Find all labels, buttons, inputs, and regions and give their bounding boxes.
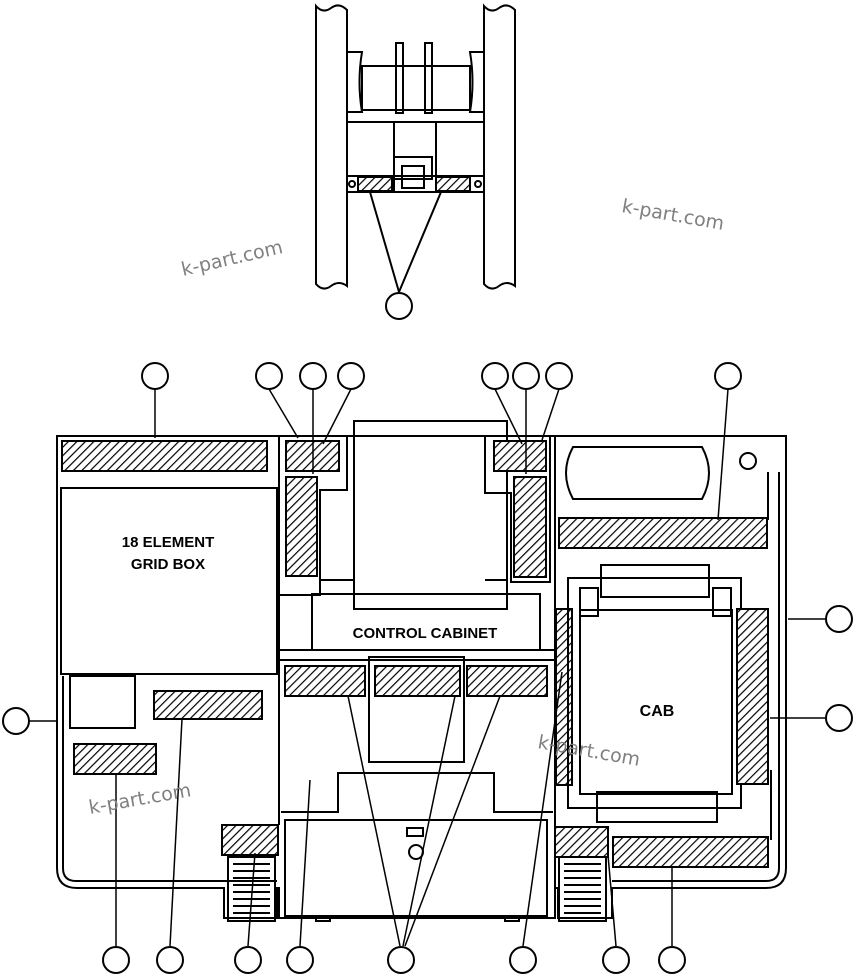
hatched-part-center-mid xyxy=(374,665,461,697)
watermark-top-left: k-part.com xyxy=(179,236,285,281)
cab-top-bracket xyxy=(600,564,710,598)
callout-leader xyxy=(369,191,400,293)
cab-bottom-plate xyxy=(596,791,718,823)
hatched-drive-right xyxy=(554,826,609,858)
callout-circles xyxy=(2,362,853,974)
grid-box-label-line2: GRID BOX xyxy=(131,556,205,573)
center-block xyxy=(393,156,433,180)
hatched-part-cc-side-right xyxy=(513,476,547,578)
top-detail-view xyxy=(315,3,516,320)
hatched-part-right-top xyxy=(558,517,768,549)
hatched-part-center-right xyxy=(466,665,548,697)
left-drive-unit xyxy=(221,824,279,922)
hatched-part-top-left xyxy=(61,440,268,472)
frame-outline xyxy=(56,435,787,919)
control-cabinet-label: CONTROL CABINET xyxy=(353,625,498,642)
hatched-part-low-left xyxy=(73,743,157,775)
axle-housing xyxy=(347,51,364,113)
right-drive-unit xyxy=(554,826,609,922)
right-compartment xyxy=(554,436,769,888)
grid-box-label-line1: 18 ELEMENT xyxy=(122,534,215,551)
right-rail xyxy=(483,3,516,290)
left-compartment xyxy=(60,436,280,825)
rear-engine-block xyxy=(284,819,548,917)
cab-outer-frame xyxy=(567,577,742,809)
hatched-part-cc-top-right xyxy=(493,440,547,472)
hatched-part-cab-side-right xyxy=(736,608,769,785)
watermark-center: k-part.com xyxy=(536,731,642,771)
axle-drum xyxy=(361,65,471,111)
hatched-drive-left xyxy=(221,824,279,856)
oval-window xyxy=(565,446,710,500)
center-compartment xyxy=(279,420,573,922)
round-port xyxy=(739,452,757,470)
cab xyxy=(579,609,733,795)
axle-flange-right xyxy=(424,42,433,114)
axle-flange-left xyxy=(395,42,404,114)
hatched-part-right xyxy=(435,176,471,192)
callout-leaders xyxy=(29,388,826,947)
cabinet-upper-body xyxy=(353,420,508,610)
grid-box-base xyxy=(69,675,136,729)
hatched-part-center-left xyxy=(284,665,366,697)
main-frame xyxy=(56,435,787,919)
hatched-part-left xyxy=(357,176,393,192)
left-rail xyxy=(315,3,348,290)
hatched-part-right-bottom xyxy=(612,836,769,868)
hatched-part-cc-side-left xyxy=(285,476,318,577)
center-inner-box xyxy=(368,656,465,763)
watermark-top-right: k-part.com xyxy=(620,195,726,235)
hatched-part-mid-left xyxy=(153,690,263,720)
grid-box xyxy=(60,487,278,675)
callout-circle xyxy=(385,292,413,320)
cab-label: CAB xyxy=(640,703,675,720)
